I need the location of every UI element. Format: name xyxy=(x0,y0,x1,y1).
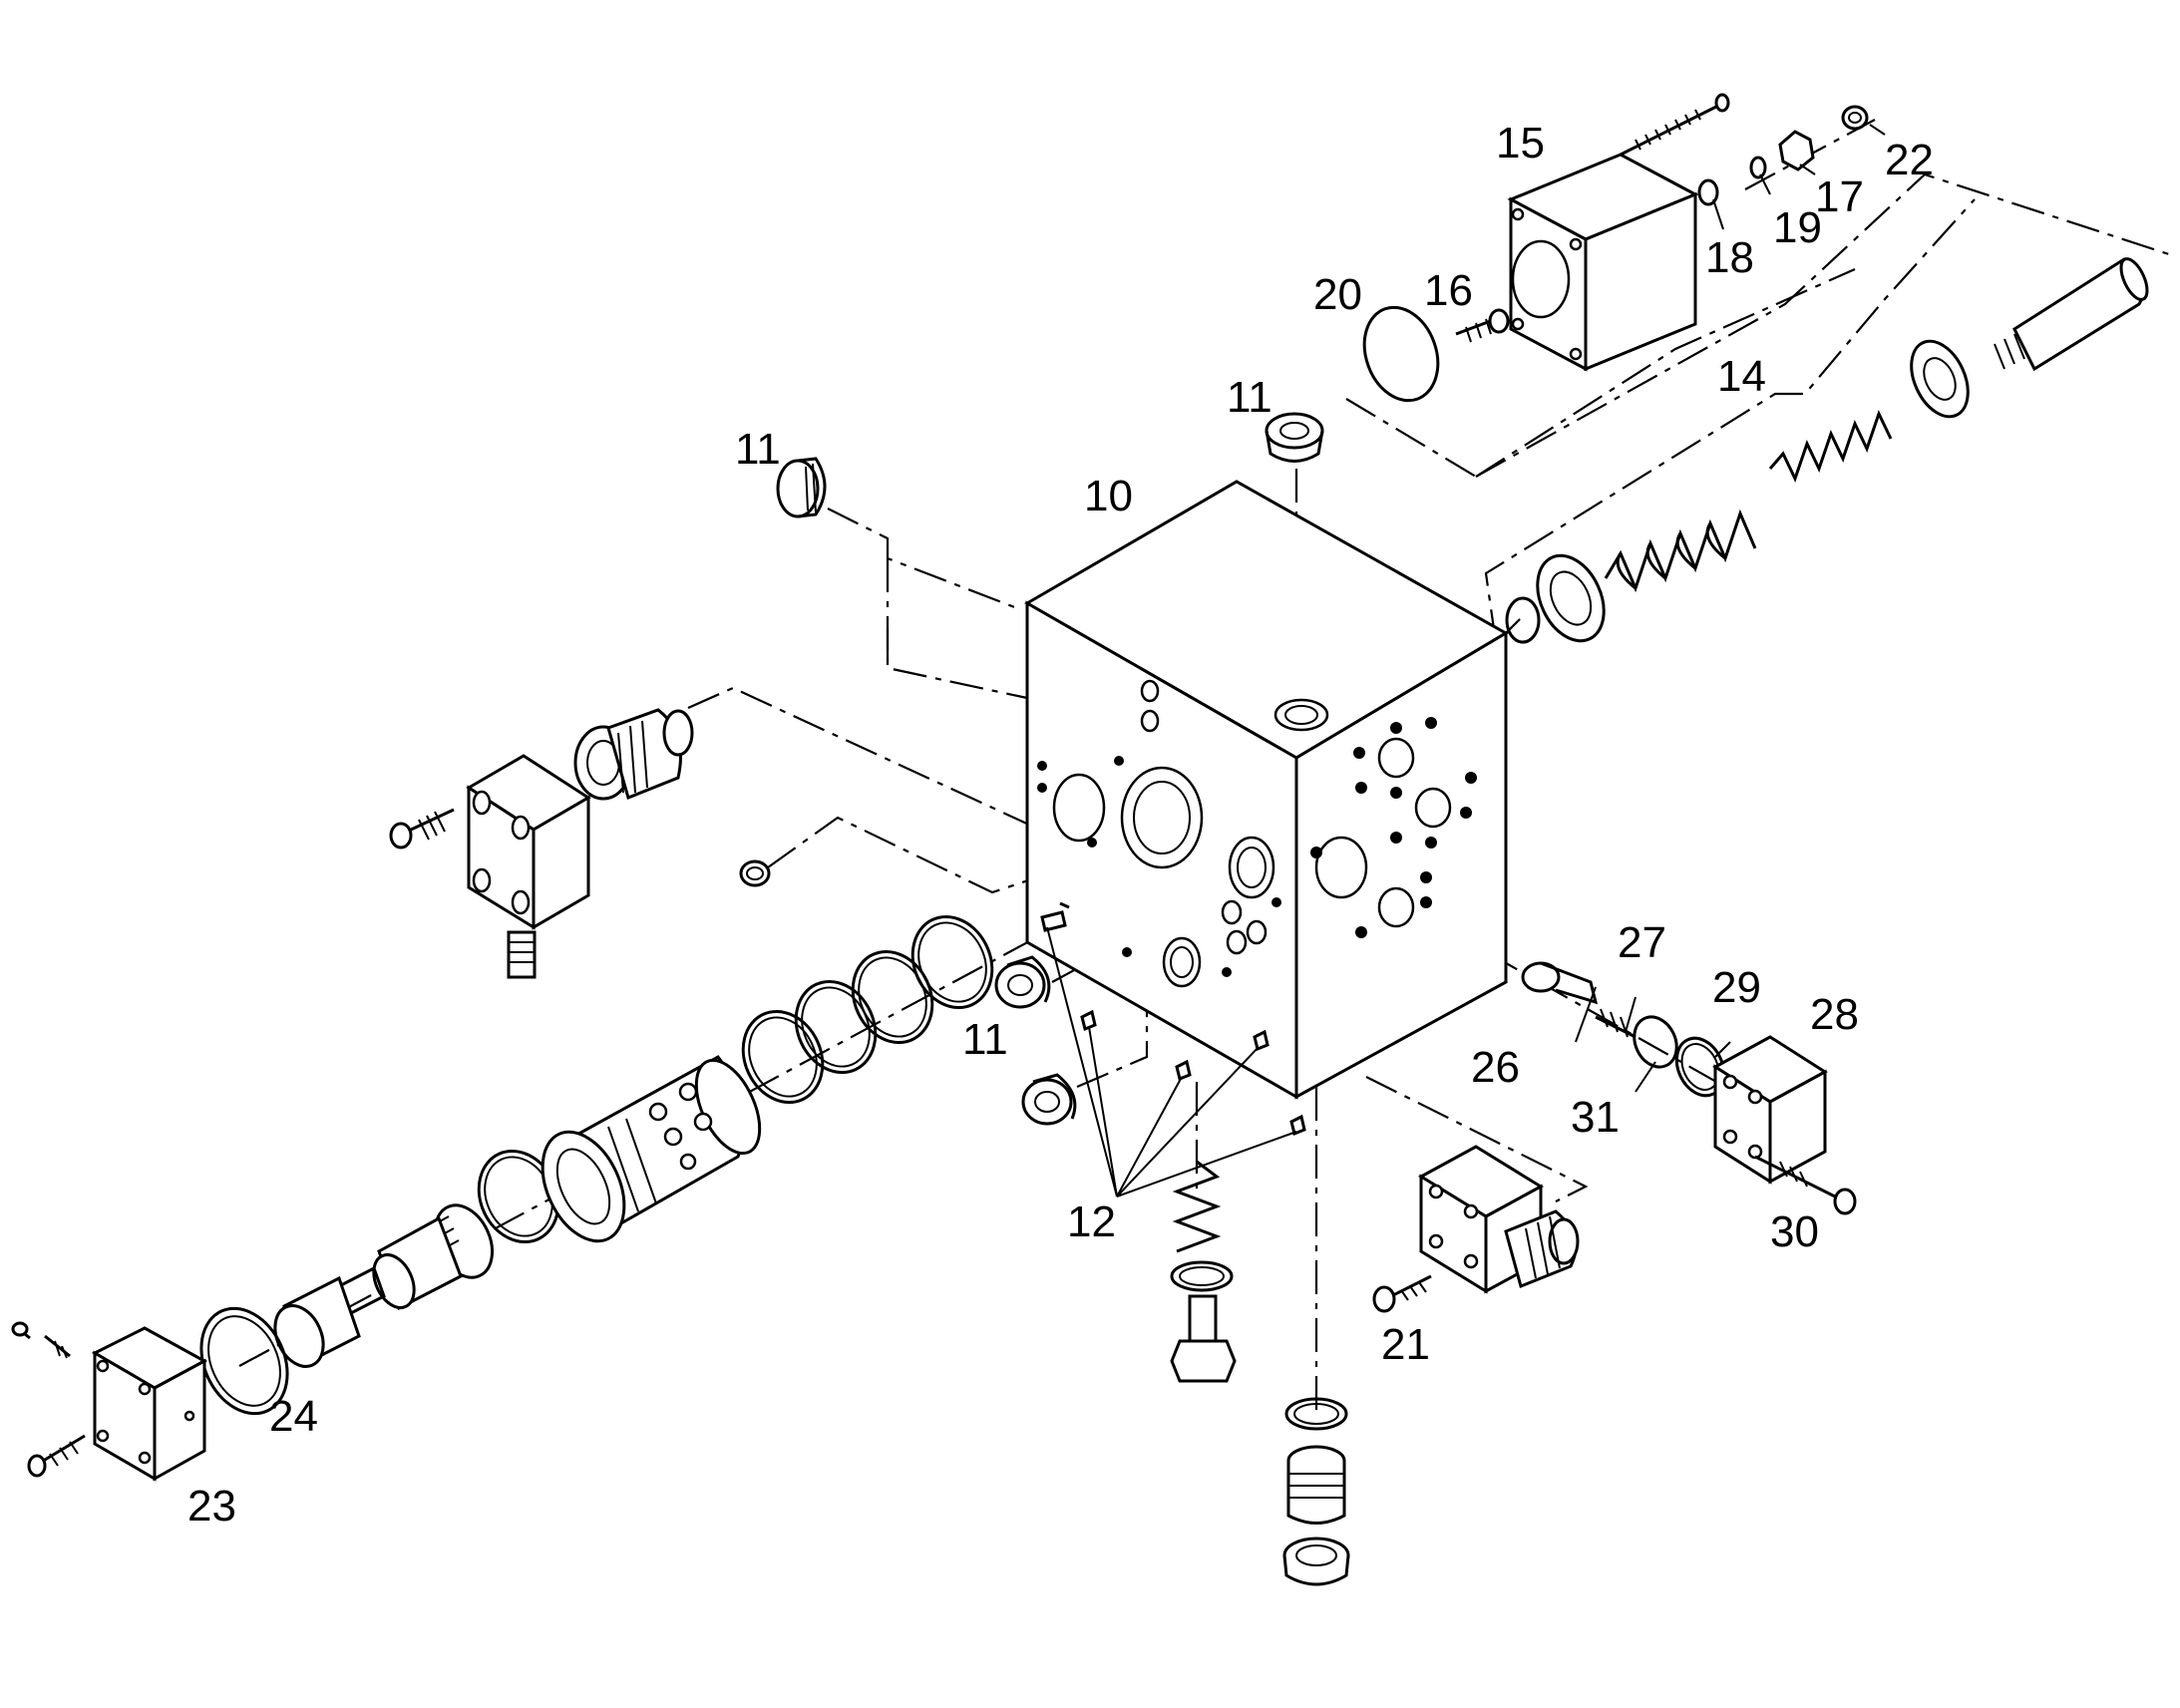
plug-top xyxy=(1265,412,1324,463)
cover-15 xyxy=(1507,93,1730,372)
label-part-17: 17 xyxy=(1815,172,1864,221)
label-part-11: 11 xyxy=(735,425,781,474)
bottom-plug-assembly xyxy=(1282,1397,1350,1586)
seal-ring-24 xyxy=(199,1306,289,1416)
cover-plate-upper-left xyxy=(389,754,591,979)
part-labels: 10 11 11 11 12 14 15 16 17 18 19 20 21 2… xyxy=(187,119,1934,1531)
hardware-17-22 xyxy=(1697,105,1869,206)
label-part-18: 18 xyxy=(1705,233,1754,282)
label-part-11: 11 xyxy=(962,1015,1008,1064)
label-part-26: 26 xyxy=(1471,1043,1520,1092)
label-part-23: 23 xyxy=(187,1482,236,1531)
screws-12 xyxy=(1040,901,1306,1197)
parts-16-20 xyxy=(1362,305,1510,403)
bottom-spring-assembly xyxy=(1170,1160,1237,1383)
label-part-19: 19 xyxy=(1773,203,1822,252)
cartridge-upper-left xyxy=(573,708,694,801)
o-ring-small-left xyxy=(739,859,771,887)
label-part-21: 21 xyxy=(1381,1320,1430,1369)
label-part-24: 24 xyxy=(269,1392,318,1441)
label-part-29: 29 xyxy=(1712,963,1761,1012)
spool-sleeve xyxy=(541,1055,762,1243)
spool-inner xyxy=(273,1203,495,1368)
label-part-27: 27 xyxy=(1618,918,1666,967)
leader-lines xyxy=(1575,124,1886,1093)
label-part-30: 30 xyxy=(1770,1207,1819,1256)
label-part-16: 16 xyxy=(1424,266,1473,315)
label-part-11: 11 xyxy=(1227,373,1272,422)
label-part-20: 20 xyxy=(1313,270,1362,319)
label-part-31: 31 xyxy=(1571,1093,1620,1142)
label-part-15: 15 xyxy=(1496,119,1545,168)
label-part-22: 22 xyxy=(1885,136,1934,184)
spring-assembly-14 xyxy=(1505,257,2149,644)
right-side-parts xyxy=(1521,961,1857,1215)
label-part-28: 28 xyxy=(1810,990,1859,1039)
label-part-12: 12 xyxy=(1067,1197,1116,1246)
label-part-10: 10 xyxy=(1084,472,1133,520)
valve-block xyxy=(1024,480,1509,1100)
o-rings-spool xyxy=(477,914,994,1244)
plug-left-upper xyxy=(776,457,827,518)
cover-plate-23 xyxy=(11,1321,208,1482)
label-part-14: 14 xyxy=(1717,352,1766,401)
solenoid-block-21 xyxy=(1372,1145,1580,1313)
plug-left-lower xyxy=(994,955,1077,1126)
